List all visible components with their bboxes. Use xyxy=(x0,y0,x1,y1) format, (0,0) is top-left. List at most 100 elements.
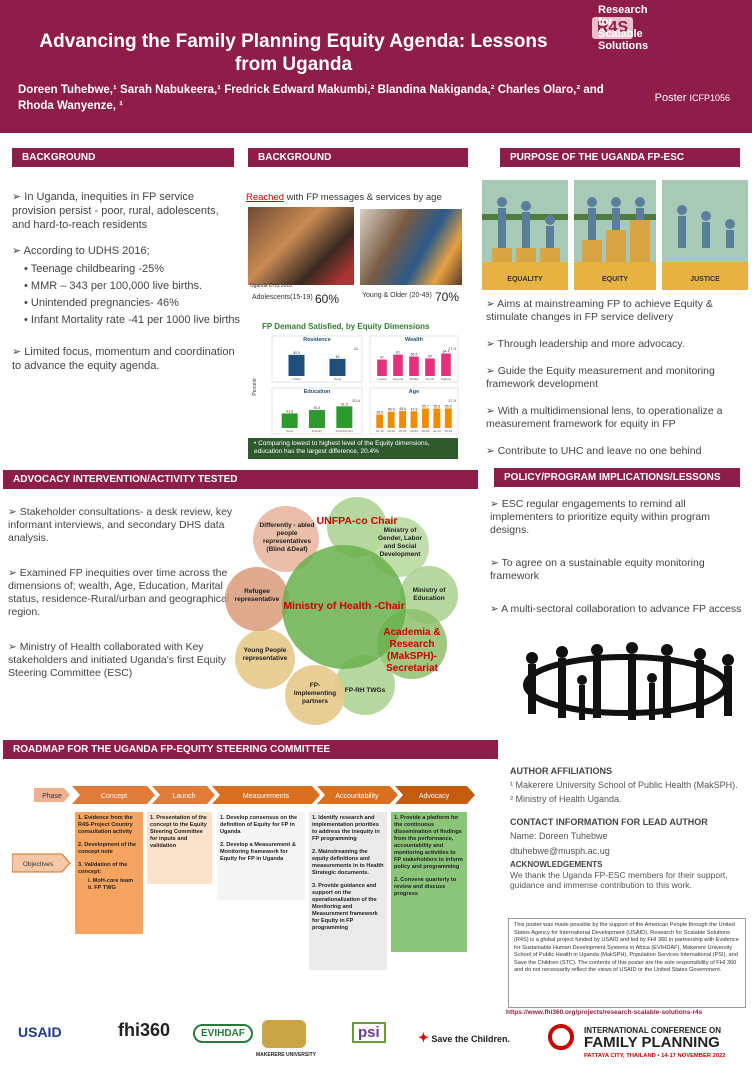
objectives-arrow: Objectives xyxy=(12,853,71,873)
disclaimer-box: This poster was made possible by the sup… xyxy=(508,918,746,1008)
panel-title: Wealth xyxy=(405,337,424,343)
chart-panel xyxy=(369,387,459,435)
tick-label: Highest xyxy=(441,377,451,381)
phase-accountability: Accountability xyxy=(335,793,379,800)
affiliations: AUTHOR AFFILIATIONS ¹ Makerere Universit… xyxy=(510,766,738,890)
bar xyxy=(336,406,353,428)
y-axis-label: Percent xyxy=(252,378,258,396)
data-label: 41.6 xyxy=(286,409,293,413)
bar xyxy=(425,358,435,376)
background-text: ➢ In Uganda, inequities in FP service pr… xyxy=(12,191,241,372)
psi-logo: psi xyxy=(352,1022,386,1043)
equality-equity-justice-graphic: EQUALITY EQUITY JUSTICE xyxy=(482,180,748,290)
data-label: 64.4 xyxy=(443,349,450,353)
background-heading-2: BACKGROUND xyxy=(248,148,468,167)
bar xyxy=(281,413,298,428)
young-people-label: Young People representative xyxy=(242,647,288,662)
chart-note: • Comparing lowest to highest level of t… xyxy=(248,438,458,459)
moh-chair-label: Ministry of Health -Chair xyxy=(283,600,404,612)
bar xyxy=(393,354,403,376)
data-label: 55.6 xyxy=(433,405,440,409)
bar xyxy=(309,410,325,428)
adolescents-photo xyxy=(248,207,354,285)
tick-label: Urban xyxy=(292,377,301,381)
chart-panel xyxy=(271,387,363,435)
icfp-line1: INTERNATIONAL CONFERENCE ON xyxy=(584,1026,722,1035)
tick-label: Fourth xyxy=(426,377,435,381)
data-label: 55.5 xyxy=(411,353,418,357)
icfp-logo-icon xyxy=(548,1024,574,1050)
data-label: 49 xyxy=(336,355,340,359)
bar xyxy=(387,411,395,428)
unfpa-label: UNFPA-co Chair xyxy=(317,515,398,527)
svg-text:Objectives: Objectives xyxy=(23,861,54,868)
data-label: 47.8 xyxy=(411,407,418,411)
bar xyxy=(444,408,452,428)
data-label: 61.9 xyxy=(341,402,348,406)
data-label: 51.4 xyxy=(314,406,321,410)
policy-list: ➢ ESC regular engagements to remind all … xyxy=(490,498,742,615)
roadmap-phase-arrows: Phase Concept Launch Measurements Accoun… xyxy=(34,786,475,804)
advocacy-heading: ADVOCACY INTERVENTION/ACTIVITY TESTED xyxy=(3,470,478,489)
phase-concept: Concept xyxy=(101,793,127,800)
gap-label: 11 xyxy=(354,346,359,351)
tick-label: Lowest xyxy=(377,377,387,381)
gap-label: 20.4 xyxy=(352,398,361,403)
data-label: 61 xyxy=(396,351,400,355)
justice-label: JUSTICE xyxy=(690,276,720,283)
bar xyxy=(399,410,406,428)
project-url[interactable]: https://www.fhi360.org/projects/research… xyxy=(506,1009,703,1016)
poster-id: Poster ICFP1056 xyxy=(654,92,730,104)
people-circle-graphic xyxy=(523,642,734,720)
adults-photo xyxy=(360,209,462,285)
bar xyxy=(329,358,346,376)
moe-label: Ministry of Education xyxy=(412,587,446,602)
tick-label: 45-49 xyxy=(444,429,452,433)
reached-caption: Reached with FP messages & services by a… xyxy=(246,192,442,203)
disabled-reps-label: Differently - abled people representativ… xyxy=(259,522,315,553)
save-the-children-logo: ✦ Save the Children. xyxy=(418,1030,510,1045)
phase-advocacy: Advocacy xyxy=(419,793,450,800)
dhs-source: Uganda DHS 2016 xyxy=(250,283,292,289)
bar xyxy=(422,408,429,428)
bar xyxy=(409,356,419,376)
bar xyxy=(377,359,387,376)
panel-title: Education xyxy=(304,389,331,395)
adolescents-label: Adolescents(15-19) xyxy=(252,294,313,301)
data-label: 46.6 xyxy=(388,408,395,412)
tick-label: None xyxy=(286,429,294,433)
usaid-logo: USAID xyxy=(18,1024,62,1040)
bar xyxy=(288,354,305,376)
roadmap-col-advocacy: 1. Provide a platform for the continuous… xyxy=(391,812,467,952)
fprh-twg-label: FP-RH TWGs xyxy=(345,687,386,694)
icfp-line2: FAMILY PLANNING xyxy=(584,1034,720,1051)
equity-label: EQUITY xyxy=(602,276,628,283)
chart-title: FP Demand Satisfied, by Equity Dimension… xyxy=(262,322,430,331)
bar xyxy=(376,414,384,428)
equity-chart: PercentResidence60.5Urban49Rural11Wealth… xyxy=(252,335,459,435)
mogl-label: Ministry of Gender, Labor and Social Dev… xyxy=(377,527,423,558)
tick-label: 15-19 xyxy=(376,429,384,433)
roadmap-col-accountability: 1. Identify research and implementation … xyxy=(309,812,387,970)
tick-label: 30-34 xyxy=(410,429,418,433)
data-label: 50 xyxy=(428,355,432,359)
adults-value: 70% xyxy=(435,290,460,304)
bar xyxy=(433,408,441,428)
adolescents-value: 60% xyxy=(315,292,340,306)
tick-label: Primary xyxy=(312,429,323,433)
panel-title: Residence xyxy=(303,337,331,343)
icfp-line3: PATTAYA CITY, THAILAND • 14-17 NOVEMBER … xyxy=(584,1053,726,1059)
panel-title: Age xyxy=(409,389,419,395)
data-label: 47 xyxy=(380,356,384,360)
tick-label: 40-44 xyxy=(433,429,441,433)
refugee-label: Refugee representative xyxy=(234,588,280,603)
roadmap-col-concept: 1. Evidence from the R4S-Project Country… xyxy=(75,812,143,934)
fhi360-logo: fhi360 xyxy=(118,1020,171,1040)
tick-label: Post-Primary xyxy=(336,429,354,433)
data-label: 55.7 xyxy=(422,405,429,409)
data-label: 48.6 xyxy=(399,407,406,411)
roadmap-col-launch: 1. Presentation of the concept to the Eq… xyxy=(147,812,212,884)
bar xyxy=(410,411,418,428)
data-label: 60.5 xyxy=(293,351,300,355)
